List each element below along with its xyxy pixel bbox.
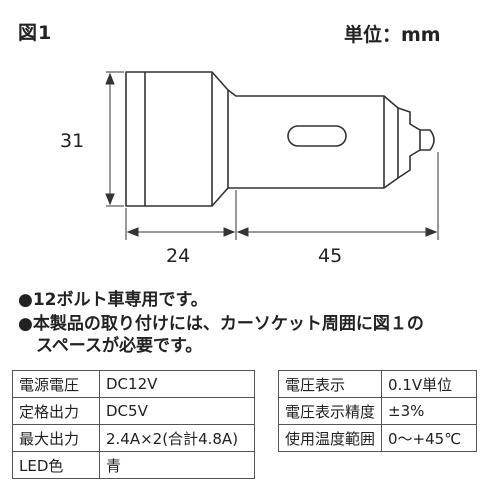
table-row: 電圧表示精度 ±3% [277, 397, 478, 425]
note-12v-only: ●12ボルト車専用です。 [18, 290, 208, 310]
spec-label: LED色 [12, 451, 100, 479]
table-row: 使用温度範囲 0〜+45℃ [277, 424, 478, 452]
table-row: 電源電圧 DC12V [12, 370, 255, 398]
right-length-dimension-value: 45 [318, 245, 342, 267]
table-row: 電圧表示 0.1V単位 [277, 370, 478, 398]
spec-value: 0〜+45℃ [381, 424, 478, 452]
charger-body [227, 89, 399, 189]
table-row: 定格出力 DC5V [12, 397, 255, 425]
spec-value: 0.1V単位 [381, 370, 478, 398]
spec-label: 電圧表示 [277, 370, 383, 398]
charger-nose [397, 107, 421, 179]
spec-value: 青 [99, 451, 255, 479]
spec-label: 最大出力 [12, 424, 100, 452]
table-row: 最大出力 2.4A×2(合計4.8A) [12, 424, 255, 452]
height-dimension-value: 31 [60, 130, 84, 152]
spec-label: 電源電圧 [12, 370, 100, 398]
spec-table-left: 電源電圧 DC12V 定格出力 DC5V 最大出力 2.4A×2(合計4.8A)… [12, 370, 255, 479]
spec-label: 使用温度範囲 [277, 424, 383, 452]
spec-value: DC12V [99, 370, 255, 398]
usb-port [287, 125, 347, 147]
charger-outline-drawing: 31 24 45 [60, 71, 439, 267]
note-space-required-line-2: スペースが必要です。 [36, 336, 203, 356]
note-space-required-line-1: ●本製品の取り付けには、カーソケット周囲に図１の [18, 314, 424, 334]
figure-label: 図1 [18, 22, 53, 44]
charger-tip [420, 129, 435, 151]
spec-value: ±3% [381, 397, 478, 425]
spec-label: 定格出力 [12, 397, 100, 425]
unit-label: 単位：mm [344, 24, 441, 46]
spec-label: 電圧表示精度 [277, 397, 383, 425]
spec-table-right: 電圧表示 0.1V単位 電圧表示精度 ±3% 使用温度範囲 0〜+45℃ [277, 370, 478, 452]
left-length-dimension-value: 24 [166, 245, 190, 267]
spec-value: DC5V [99, 397, 255, 425]
spec-value: 2.4A×2(合計4.8A) [99, 424, 255, 452]
table-row: LED色 青 [12, 451, 255, 479]
